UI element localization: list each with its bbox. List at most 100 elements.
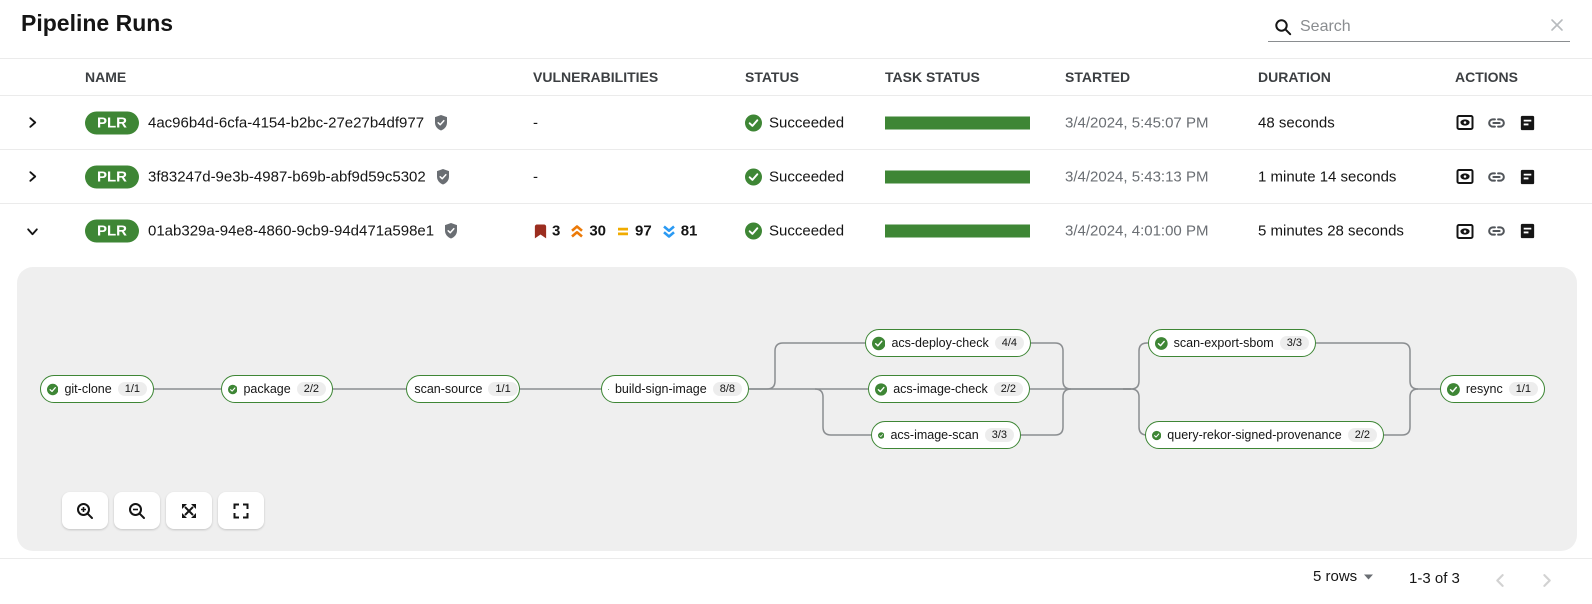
critical-severity-icon (534, 223, 547, 238)
duration-value: 5 minutes 28 seconds (1258, 222, 1404, 240)
search-box (1268, 12, 1570, 42)
signed-shield-icon (445, 223, 458, 239)
graph-controls (62, 492, 264, 529)
task-node-git-clone[interactable]: git-clone 1/1 (40, 375, 154, 403)
task-status-bar (885, 170, 1030, 183)
critical-vulnerabilities: 3 (533, 223, 560, 240)
task-success-icon (608, 388, 609, 390)
search-input[interactable] (1300, 17, 1544, 36)
zoom-in-button[interactable] (62, 492, 108, 529)
task-success-icon (47, 383, 59, 395)
next-page-button[interactable] (1532, 566, 1560, 594)
table-row: PLR 4ac96b4d-6cfa-4154-b2bc-27e27b4df977… (0, 96, 1592, 150)
chevron-right-icon (1542, 573, 1551, 587)
plr-badge: PLR (85, 219, 139, 243)
task-node-resync[interactable]: resync 1/1 (1440, 375, 1545, 403)
column-header-duration: DURATION (1258, 69, 1331, 85)
link-icon (1488, 117, 1505, 128)
logs-button[interactable] (1518, 113, 1537, 132)
task-node-scan-export-sbom[interactable]: scan-export-sbom 3/3 (1148, 329, 1316, 357)
view-output-button[interactable] (1455, 113, 1475, 133)
view-output-button[interactable] (1455, 167, 1475, 187)
view-output-button[interactable] (1455, 221, 1475, 241)
column-header-status: STATUS (745, 69, 799, 85)
link-button[interactable] (1486, 166, 1507, 187)
link-icon (1488, 226, 1505, 236)
status-label: Succeeded (769, 168, 845, 185)
low-severity-icon (662, 225, 675, 238)
expand-row-button[interactable] (20, 165, 44, 189)
chevron-right-icon (28, 171, 36, 182)
caret-down-icon (1364, 574, 1374, 579)
task-status-bar (885, 224, 1030, 238)
previous-page-button[interactable] (1486, 566, 1514, 594)
rows-per-page-dropdown[interactable]: 5 rows (1313, 568, 1374, 585)
low-vulnerabilities: 81 (661, 223, 697, 240)
plr-badge: PLR (85, 111, 139, 134)
step-count-badge: 2/2 (296, 382, 326, 396)
chevron-right-icon (28, 117, 36, 128)
task-status-bar (885, 116, 1030, 129)
task-success-icon (1447, 382, 1460, 396)
task-success-icon (875, 382, 888, 396)
task-node-build-sign-image[interactable]: build-sign-image 8/8 (601, 375, 749, 403)
task-node-query-rekor-signed-provenance[interactable]: query-rekor-signed-provenance 2/2 (1145, 421, 1384, 449)
success-check-icon (745, 114, 762, 131)
table-row: PLR 01ab329a-94e8-4860-9cb9-94d471a598e1… (0, 204, 1592, 258)
fit-to-screen-button[interactable] (166, 492, 212, 529)
logs-button[interactable] (1518, 167, 1537, 186)
page-title: Pipeline Runs (21, 10, 174, 36)
task-success-icon (878, 431, 885, 439)
link-icon (1488, 171, 1505, 182)
status-label: Succeeded (769, 114, 845, 131)
pipeline-run-name[interactable]: 01ab329a-94e8-4860-9cb9-94d471a598e1 (148, 222, 435, 240)
vulnerabilities-value: - (533, 168, 538, 185)
pipeline-run-name[interactable]: 4ac96b4d-6cfa-4154-b2bc-27e27b4df977 (148, 114, 425, 131)
step-count-badge: 4/4 (994, 336, 1024, 350)
search-icon (1275, 18, 1292, 35)
task-success-icon (228, 384, 238, 394)
task-node-acs-image-scan[interactable]: acs-image-scan 3/3 (871, 421, 1021, 449)
medium-severity-icon (618, 227, 629, 235)
fullscreen-icon (233, 503, 249, 518)
step-count-badge: 3/3 (1279, 336, 1309, 350)
output-eye-icon (1456, 223, 1474, 239)
zoom-in-icon (77, 502, 93, 519)
column-header-vulnerabilities: VULNERABILITIES (533, 69, 659, 85)
pipeline-run-name[interactable]: 3f83247d-9e3b-4987-b69b-abf9d59c5302 (148, 168, 426, 185)
footer-divider (0, 558, 1592, 559)
fit-to-screen-icon (182, 503, 196, 518)
pipeline-visualization-panel: git-clone 1/1 package 2/2 scan-source 1/… (17, 267, 1577, 551)
step-count-badge: 1/1 (1508, 382, 1538, 396)
task-node-acs-deploy-check[interactable]: acs-deploy-check 4/4 (865, 329, 1031, 357)
collapse-row-button[interactable] (20, 219, 44, 243)
table-row: PLR 3f83247d-9e3b-4987-b69b-abf9d59c5302… (0, 150, 1592, 204)
logs-button[interactable] (1518, 222, 1537, 241)
column-header-name: NAME (85, 69, 127, 85)
started-timestamp: 3/4/2024, 5:45:07 PM (1065, 114, 1209, 131)
task-node-acs-image-check[interactable]: acs-image-check 2/2 (868, 375, 1030, 403)
step-count-badge: 3/3 (984, 428, 1014, 442)
task-node-scan-source[interactable]: scan-source 1/1 (406, 375, 520, 403)
medium-vulnerabilities: 97 (615, 223, 652, 240)
plr-badge: PLR (85, 165, 139, 188)
output-eye-icon (1456, 115, 1474, 130)
link-button[interactable] (1486, 112, 1507, 133)
step-count-badge: 8/8 (712, 382, 742, 396)
high-vulnerabilities: 30 (569, 223, 606, 240)
zoom-out-button[interactable] (114, 492, 160, 529)
fullscreen-button[interactable] (218, 492, 264, 529)
success-check-icon (745, 222, 762, 240)
expand-row-button[interactable] (20, 111, 44, 135)
search-clear-icon[interactable] (1544, 16, 1570, 36)
step-count-badge: 1/1 (117, 382, 147, 396)
logs-icon (1520, 169, 1535, 184)
high-severity-icon (571, 224, 584, 237)
link-button[interactable] (1486, 221, 1507, 242)
step-count-badge: 2/2 (1347, 428, 1377, 442)
task-node-package[interactable]: package 2/2 (221, 375, 333, 403)
signed-shield-icon (436, 168, 449, 184)
column-header-started: STARTED (1065, 69, 1131, 85)
chevron-down-icon (26, 227, 38, 235)
duration-value: 48 seconds (1258, 114, 1335, 131)
